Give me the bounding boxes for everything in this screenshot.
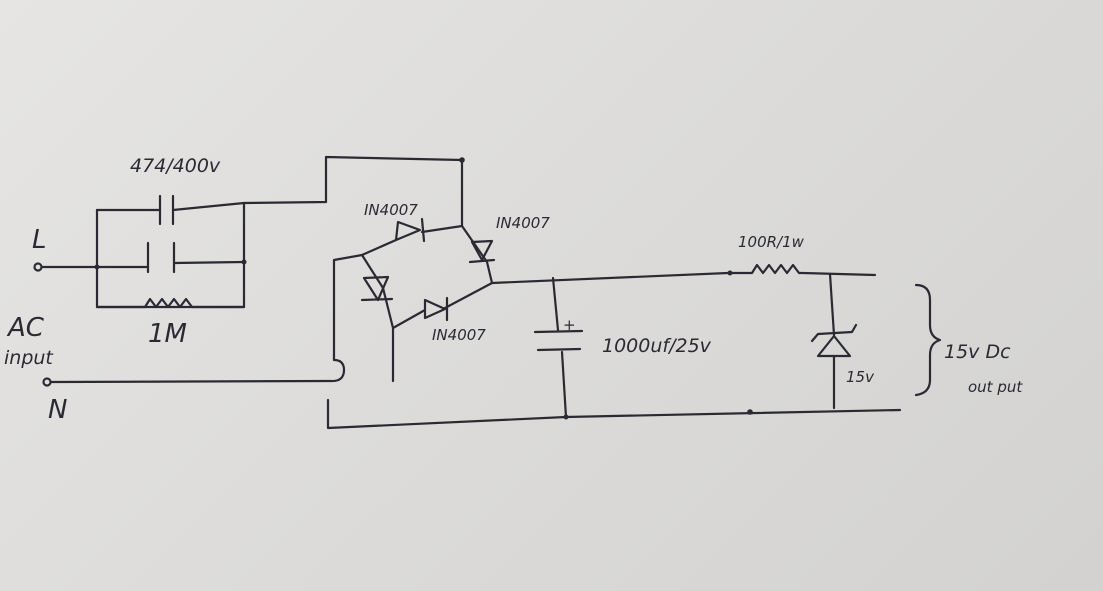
- diode-left: [360, 275, 394, 302]
- diode-top-right-label: IN4007: [496, 214, 550, 232]
- neutral-terminal-label: N: [48, 395, 67, 425]
- series-resistor-label: 100R/1w: [738, 233, 805, 251]
- zener-diode: [810, 272, 858, 410]
- bridge-rectifier: [332, 224, 494, 383]
- series-resistor: [727, 263, 877, 277]
- capacitor-x-top: [158, 194, 175, 226]
- bleeder-resistor-label: 1M: [148, 319, 187, 349]
- line-terminal: [33, 262, 99, 272]
- output-label-line2: out put: [968, 378, 1023, 396]
- neutral-terminal: [42, 348, 346, 387]
- wire-to-bridge-top: [242, 155, 464, 228]
- cap-polarity-label: +: [563, 316, 576, 334]
- cap-x-rating-label: 474/400v: [130, 155, 221, 177]
- ac-input-label-line1: AC: [6, 313, 45, 343]
- line-terminal-label: L: [32, 225, 47, 255]
- diode-bottom-label: IN4007: [432, 326, 486, 344]
- output-label-line1: 15v Dc: [944, 341, 1011, 363]
- diode-top-left-label: IN4007: [364, 201, 418, 219]
- cap-bank-frame: [95, 201, 246, 309]
- diode-top-left: [394, 217, 464, 243]
- bleeder-resistor: [95, 297, 246, 309]
- filter-capacitor: [533, 276, 584, 419]
- capacitor-x-middle: [94, 241, 247, 274]
- diode-bottom: [423, 296, 449, 322]
- zener-label: 15v: [846, 368, 875, 386]
- negative-rail: [326, 398, 902, 430]
- positive-rail: [490, 271, 730, 285]
- filter-cap-label: 1000uf/25v: [602, 335, 712, 357]
- diode-top-right: [468, 239, 496, 264]
- output-brace: [914, 283, 942, 397]
- ac-input-label-line2: input: [4, 347, 54, 369]
